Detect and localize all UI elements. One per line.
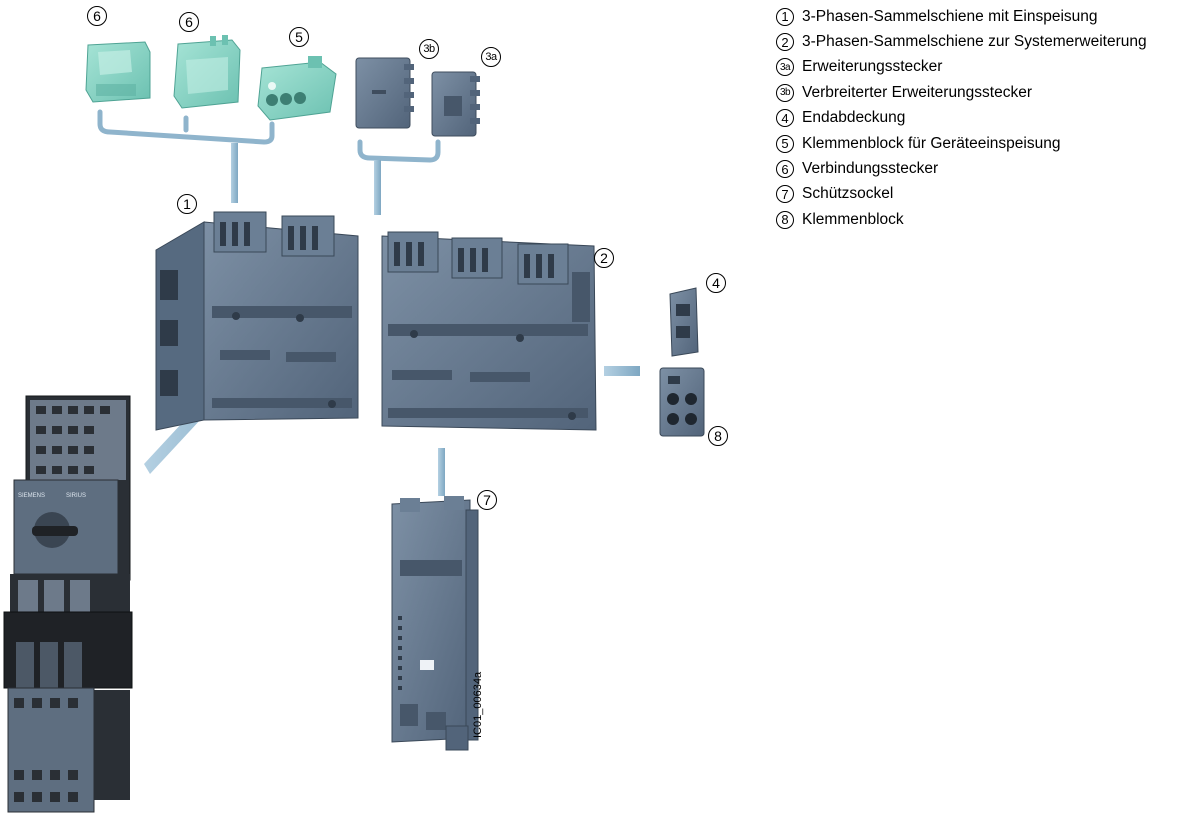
- legend-item: 2 3-Phasen-Sammelschiene zur Systemerwei…: [776, 29, 1200, 54]
- guide-bar-1: [231, 143, 238, 203]
- legend-number: 3a: [776, 58, 794, 77]
- busbar-module-2: [381, 231, 597, 431]
- legend-number: 7: [776, 185, 794, 204]
- legend-text: Verbreiterter Erweiterungsstecker: [802, 83, 1033, 101]
- legend-item: 6 Verbindungsstecker: [776, 156, 1200, 181]
- legend-number: 8: [776, 210, 794, 229]
- legend-text: Erweiterungsstecker: [802, 58, 943, 76]
- legend-number: 6: [776, 160, 794, 179]
- callout-7: 7: [477, 490, 497, 510]
- terminal-block-5: [257, 56, 337, 121]
- callout-3b: 3b: [419, 39, 439, 59]
- callout-1: 1: [177, 194, 197, 214]
- motor-starter-device: SIEMENS SIRIUS: [3, 395, 133, 813]
- legend-text: Schützsockel: [802, 185, 894, 203]
- busbar-module-1: [155, 211, 359, 431]
- legend-text: Klemmenblock: [802, 210, 904, 228]
- legend: 1 3-Phasen-Sammelschiene mit Einspeisung…: [776, 4, 1200, 233]
- legend-item: 7 Schützsockel: [776, 182, 1200, 207]
- callout-2: 2: [594, 248, 614, 268]
- legend-number: 5: [776, 134, 794, 153]
- legend-number: 3b: [776, 83, 794, 102]
- legend-text: Verbindungsstecker: [802, 160, 939, 178]
- connector-6-right: [173, 35, 241, 109]
- legend-item: 3a Erweiterungsstecker: [776, 55, 1200, 80]
- callout-4: 4: [706, 273, 726, 293]
- legend-number: 1: [776, 7, 794, 26]
- device-series-label: SIRIUS: [66, 493, 86, 499]
- legend-item: 3b Verbreiterter Erweiterungsstecker: [776, 80, 1200, 105]
- guide-bar-8: [604, 366, 640, 376]
- callout-6-right: 6: [179, 12, 199, 32]
- legend-text: Klemmenblock für Geräteeinspeisung: [802, 134, 1061, 152]
- expansion-plug-3a: [431, 71, 480, 137]
- callout-5: 5: [289, 27, 309, 47]
- legend-text: 3-Phasen-Sammelschiene mit Einspeisung: [802, 7, 1098, 25]
- contactor-base-7: [391, 496, 479, 751]
- exploded-assembly-diagram: SIEMENS SIRIUS: [3, 35, 705, 813]
- end-cover-4: [669, 287, 699, 357]
- legend-item: 1 3-Phasen-Sammelschiene mit Einspeisung: [776, 4, 1200, 29]
- legend-item: 4 Endabdeckung: [776, 106, 1200, 131]
- callout-8: 8: [708, 426, 728, 446]
- legend-number: 2: [776, 33, 794, 52]
- callout-6-left: 6: [87, 6, 107, 26]
- figure-id: IC01_00634a: [472, 671, 484, 738]
- legend-text: Endabdeckung: [802, 109, 906, 127]
- callout-3a: 3a: [481, 47, 501, 67]
- guide-bar-2: [374, 160, 381, 215]
- legend-item: 5 Klemmenblock für Geräteeinspeisung: [776, 131, 1200, 156]
- guide-bar-7: [438, 448, 445, 496]
- legend-text: 3-Phasen-Sammelschiene zur Systemerweite…: [802, 33, 1147, 51]
- connector-6-left: [85, 41, 151, 103]
- expansion-plug-3b: [355, 57, 414, 129]
- device-brand-label: SIEMENS: [18, 493, 45, 499]
- legend-number: 4: [776, 109, 794, 128]
- terminal-block-8: [659, 367, 705, 437]
- legend-item: 8 Klemmenblock: [776, 207, 1200, 232]
- assembly-guide-brackets: [97, 109, 441, 163]
